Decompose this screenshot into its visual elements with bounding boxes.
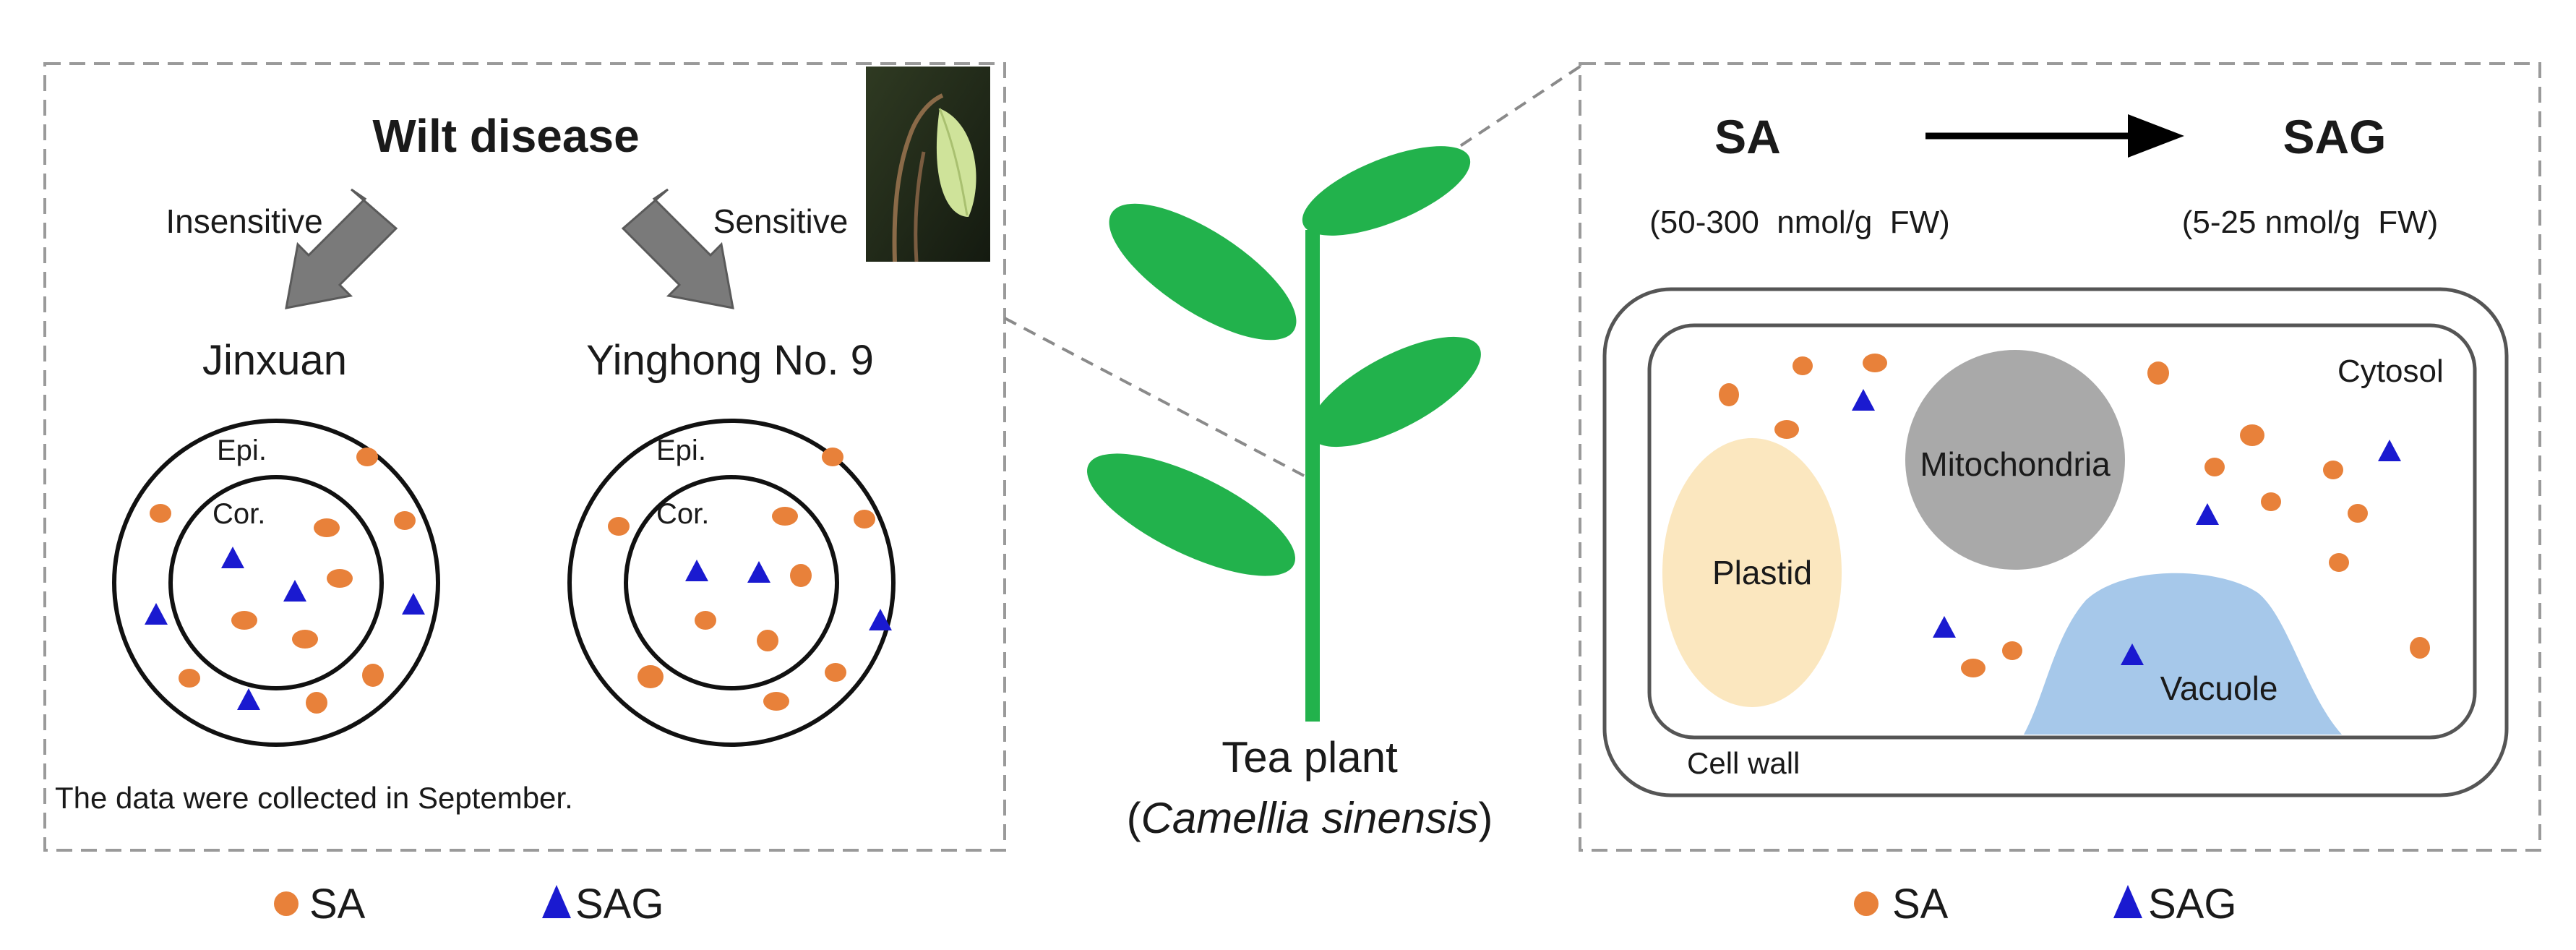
plasma-membrane-outline	[1647, 323, 2477, 740]
left-panel-border	[43, 62, 1006, 852]
sa-to-sag-arrow	[1925, 114, 2184, 158]
legend-sa-dot	[1854, 891, 1879, 916]
legend-sag-triangle	[2113, 885, 2142, 918]
yinghong-epidermis-ring	[567, 419, 896, 747]
yinghong-sa-dots	[608, 448, 875, 711]
jinxuan-sa-dots	[150, 448, 416, 714]
insensitive-arrow	[285, 188, 398, 309]
cell-wall-outline	[1602, 287, 2509, 797]
sa-concentration-range: (50-300 nmol/g FW)	[1649, 205, 1950, 240]
left-panel: Wilt disease Insensitive Sensitive Jinxu…	[43, 62, 1006, 852]
plastid-label: Plastid	[1712, 554, 1812, 591]
legend-right: SA SAG	[1854, 881, 2237, 928]
yinghong-cross-section: Epi. Cor.	[567, 419, 896, 747]
tea-plant-illustration: Tea plant (Camellia sinensis)	[1004, 65, 1581, 842]
insensitive-label: Insensitive	[166, 202, 322, 240]
legend-sag-label: SAG	[2148, 881, 2237, 928]
plant-leaf-1	[1109, 203, 1297, 341]
plastid-shape	[1662, 438, 1842, 707]
legend-sag-triangle	[542, 885, 571, 918]
plant-stem	[1305, 230, 1320, 722]
jinxuan-cor-label: Cor.	[212, 498, 265, 530]
cultivar-jinxuan-label: Jinxuan	[202, 337, 347, 384]
sag-heading: SAG	[2283, 110, 2386, 163]
yinghong-cor-label: Cor.	[656, 498, 709, 530]
mitochondria-shape	[1905, 350, 2125, 570]
legend-sa-dot	[274, 891, 299, 916]
legend-sag-label: SAG	[575, 881, 664, 928]
jinxuan-epidermis-ring	[112, 419, 440, 747]
species-label: (Camellia sinensis)	[1127, 794, 1493, 842]
tea-plant-label: Tea plant	[1222, 733, 1398, 782]
right-panel-border	[1579, 62, 2541, 852]
vacuole-label: Vacuole	[2160, 669, 2278, 707]
sensitive-arrow	[621, 188, 734, 309]
jinxuan-sag-triangles	[145, 547, 425, 710]
mitochondria-label: Mitochondria	[1920, 445, 2111, 483]
jinxuan-cortex-ring	[168, 475, 384, 690]
cell-wall-label: Cell wall	[1687, 746, 1800, 780]
zoom-line-left	[1004, 317, 1308, 479]
zoom-line-right	[1437, 65, 1581, 162]
yinghong-epi-label: Epi.	[656, 435, 706, 466]
cultivar-yinghong-label: Yinghong No. 9	[586, 337, 874, 384]
cell-sag-triangles	[1852, 389, 2401, 665]
legend-left: SA SAG	[274, 881, 664, 928]
cytosol-label: Cytosol	[2337, 354, 2444, 389]
jinxuan-epi-label: Epi.	[217, 435, 267, 466]
wilted-shoot-photo	[866, 67, 990, 262]
yinghong-cortex-ring	[624, 475, 839, 690]
sensitive-label: Sensitive	[713, 202, 849, 240]
legend-sa-label: SA	[309, 881, 366, 928]
right-panel: SA SAG (50-300 nmol/g FW) (5-25 nmol/g F…	[1579, 62, 2541, 852]
plant-leaf-2	[1302, 146, 1471, 236]
yinghong-sag-triangles	[685, 560, 892, 630]
cell-sa-dots	[1719, 354, 2430, 677]
sa-heading: SA	[1714, 110, 1781, 163]
legend-sa-label: SA	[1892, 881, 1949, 928]
plant-leaf-4	[1087, 453, 1295, 576]
jinxuan-cross-section: Epi. Cor.	[112, 419, 440, 747]
vacuole-shape	[2024, 573, 2342, 735]
collection-note: The data were collected in September.	[55, 781, 573, 815]
plant-leaf-3	[1309, 336, 1481, 448]
sag-concentration-range: (5-25 nmol/g FW)	[2182, 205, 2439, 240]
wilt-disease-title: Wilt disease	[372, 110, 639, 162]
